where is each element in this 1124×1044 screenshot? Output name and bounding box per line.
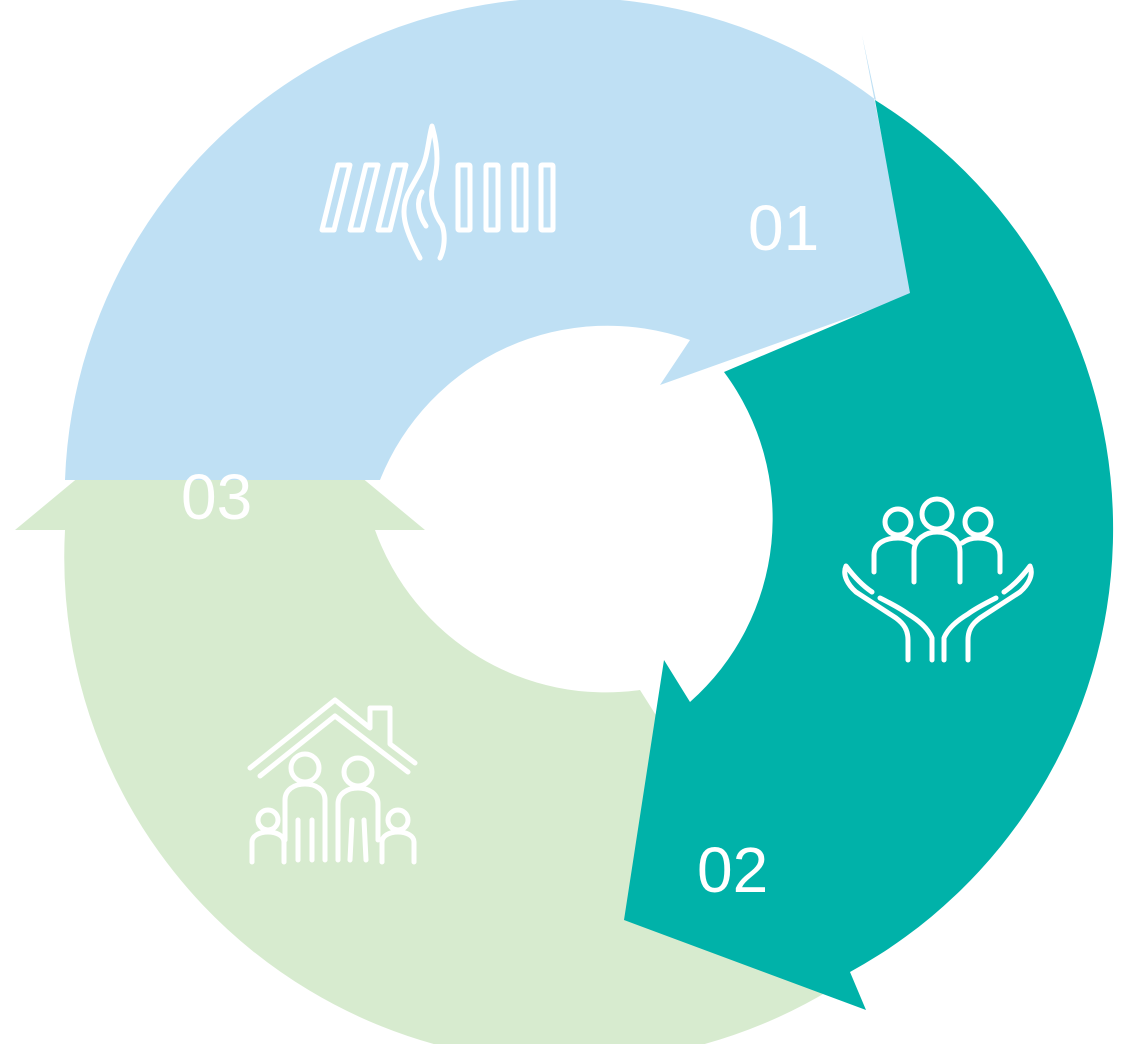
step-03-number: 03	[181, 461, 252, 533]
family-house-icon	[247, 697, 418, 865]
hand-dominoes-icon	[319, 123, 556, 261]
step-02-number: 02	[697, 834, 768, 906]
hands-supporting-people-icon	[842, 496, 1034, 663]
segment-01-arrow	[65, 0, 912, 480]
step-01-number: 01	[748, 192, 819, 264]
segment-02-arrow	[624, 100, 1114, 1010]
segment-03-arrow	[15, 360, 830, 1044]
